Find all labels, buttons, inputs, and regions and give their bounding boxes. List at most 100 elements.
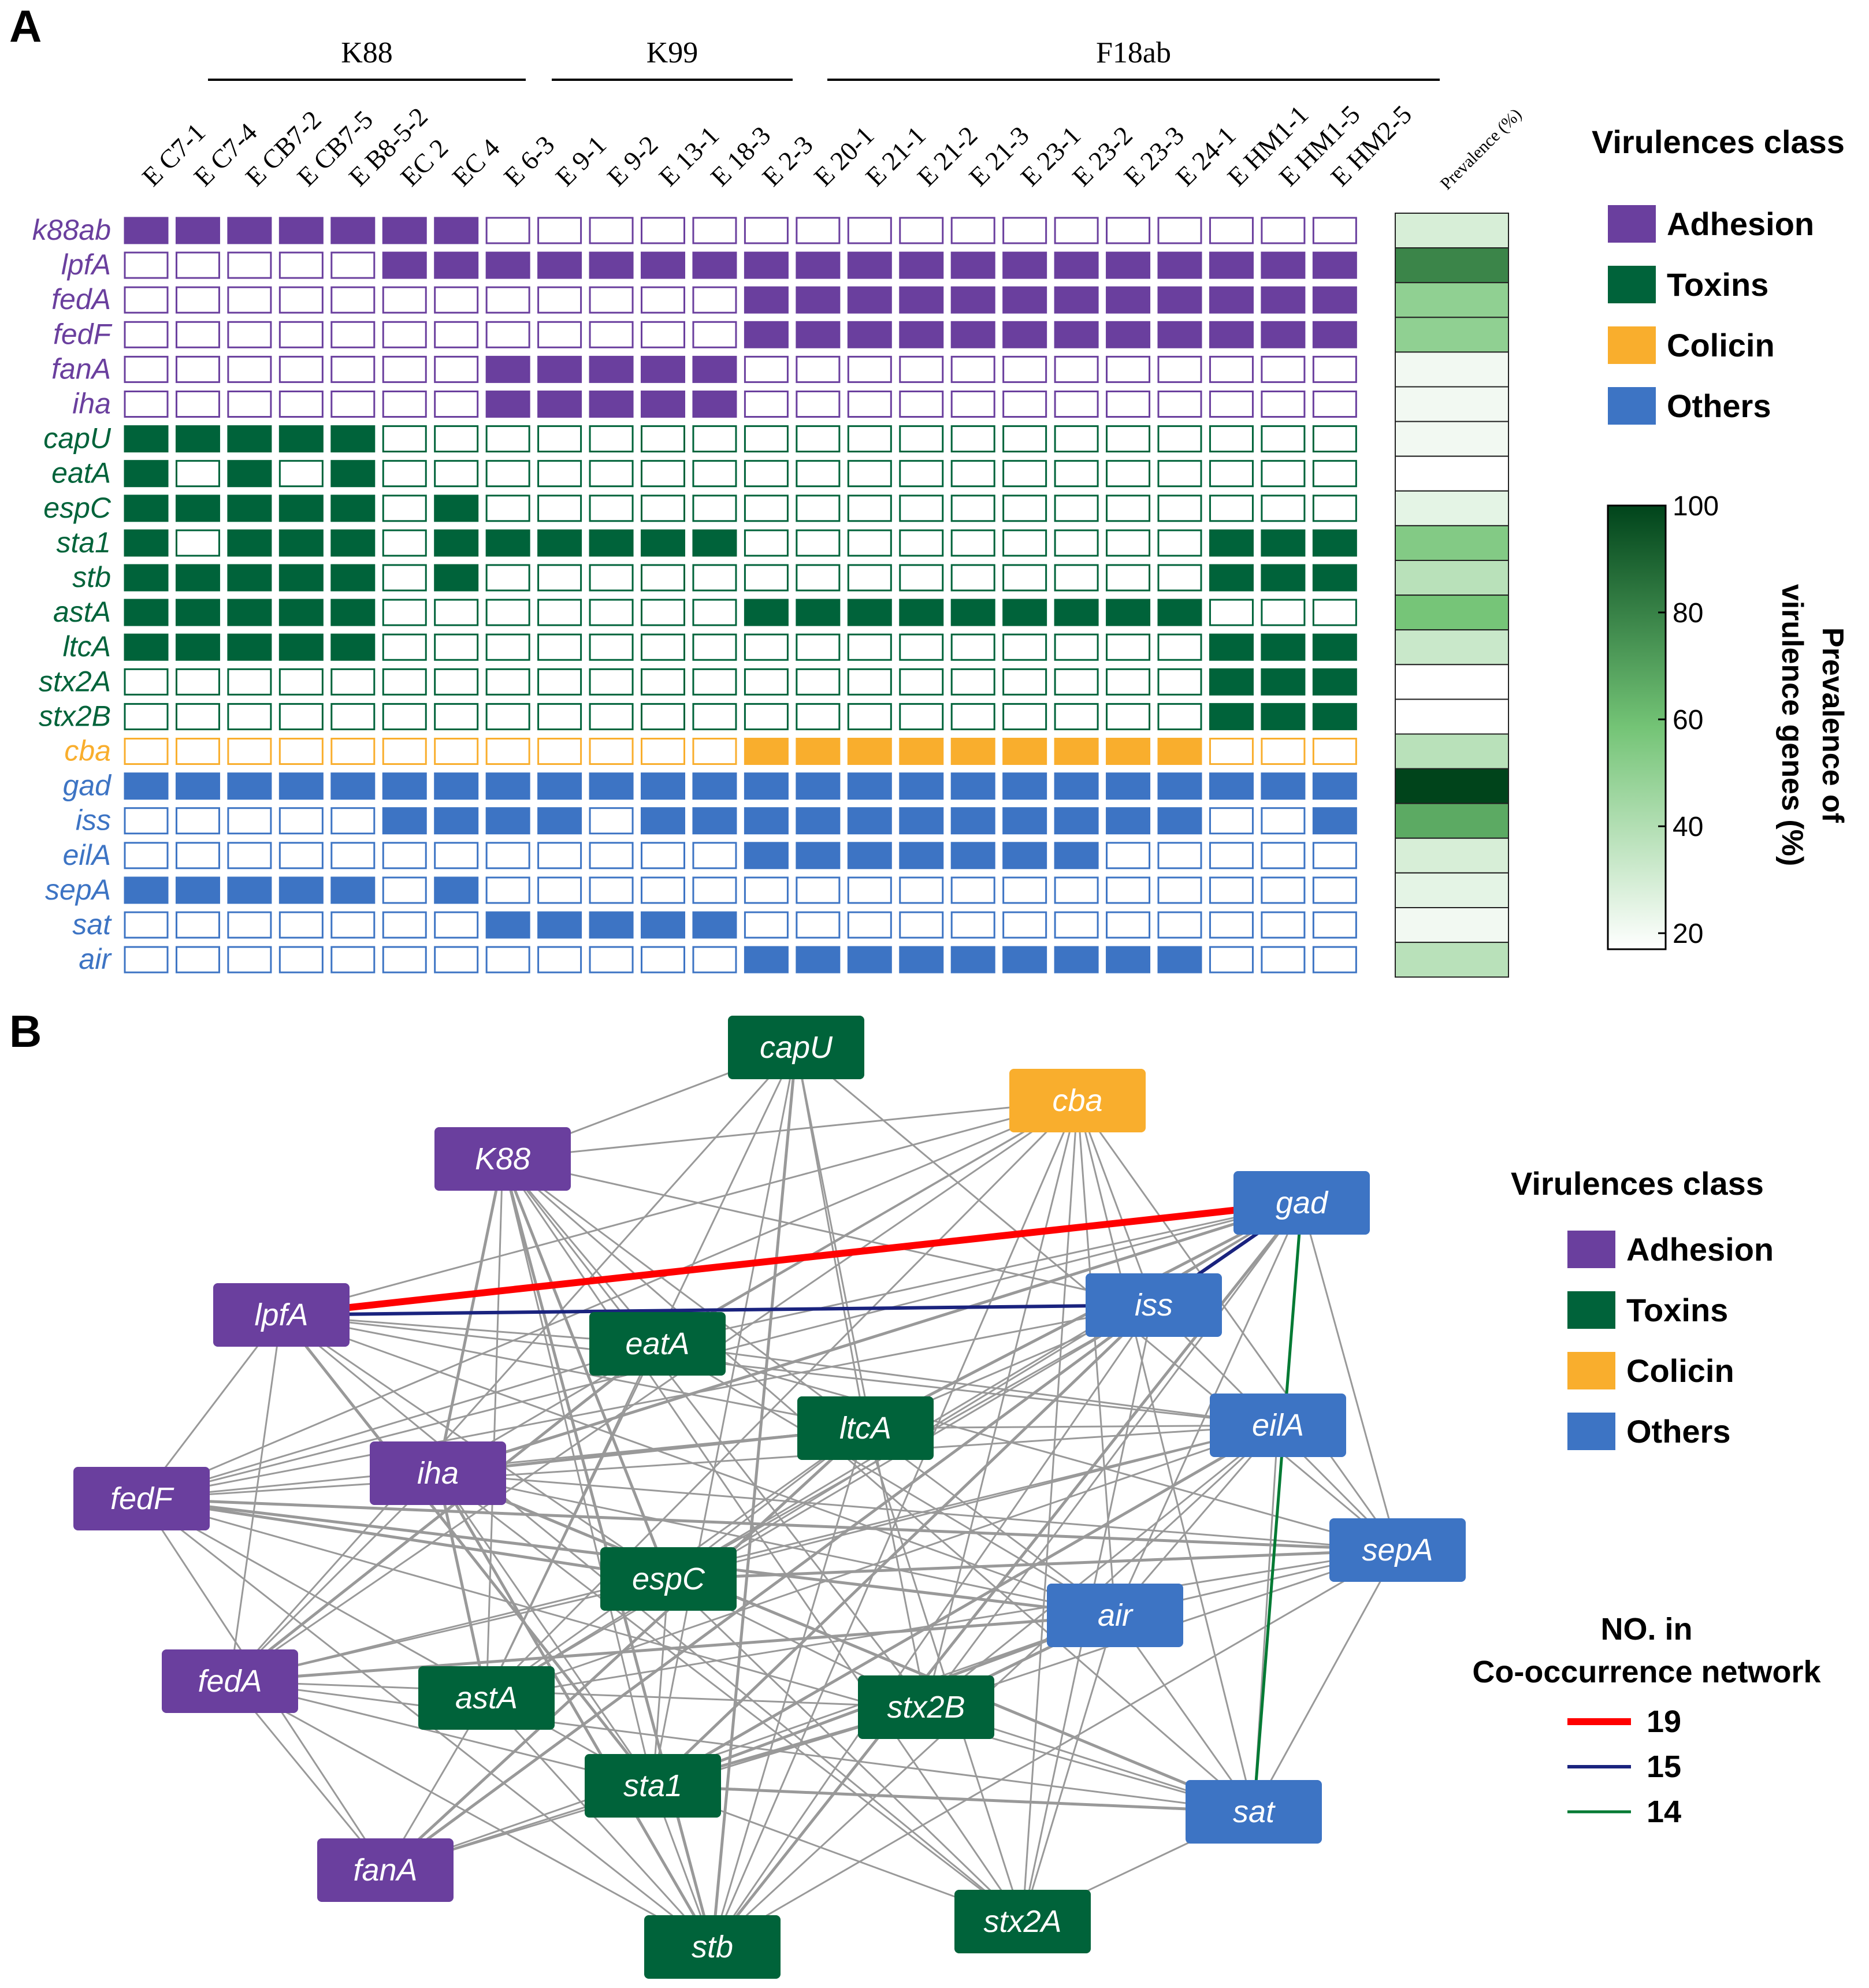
presence-cell	[899, 807, 944, 835]
presence-cell	[1157, 633, 1202, 661]
presence-cell	[589, 529, 634, 557]
presence-cell	[589, 772, 634, 800]
network-edge	[141, 1099, 1078, 1500]
node-label: stx2B	[887, 1690, 965, 1725]
presence-cell	[641, 946, 685, 973]
presence-cell	[330, 564, 376, 592]
presence-cell	[175, 425, 220, 453]
presence-cell	[227, 946, 272, 973]
presence-cell	[537, 251, 582, 279]
presence-cell	[641, 599, 685, 626]
network-edge	[229, 1578, 669, 1682]
presence-cell	[485, 946, 530, 973]
presence-cell	[330, 321, 376, 348]
presence-cell	[796, 876, 841, 904]
presence-cell	[744, 564, 789, 592]
presence-cell	[434, 668, 479, 696]
presence-cell	[124, 772, 169, 800]
presence-cell	[1002, 391, 1047, 418]
presence-cell	[434, 599, 479, 626]
network-node: iss	[1086, 1273, 1222, 1337]
presence-cell	[175, 772, 220, 800]
presence-cell	[227, 703, 272, 730]
presence-cell	[1157, 876, 1202, 904]
presence-cell	[278, 217, 324, 244]
presence-cell	[382, 564, 427, 592]
prevalence-cell	[1395, 872, 1509, 909]
presence-cell	[1054, 946, 1099, 973]
presence-cell	[330, 876, 376, 904]
presence-cell	[278, 564, 324, 592]
network-edge	[229, 1314, 283, 1682]
strain-label: E 23-1	[1015, 120, 1087, 192]
presence-cell	[124, 842, 169, 869]
presence-cell	[589, 217, 634, 244]
presence-cell	[899, 738, 944, 765]
presence-cell	[434, 807, 479, 835]
prevalence-cell	[1395, 213, 1509, 249]
presence-cell	[485, 911, 530, 939]
presence-cell	[330, 217, 376, 244]
node-box	[162, 1649, 298, 1713]
presence-cell	[1261, 495, 1306, 522]
presence-cell	[1261, 425, 1306, 453]
presence-cell	[1209, 703, 1254, 730]
presence-cell	[434, 251, 479, 279]
presence-cell	[1261, 564, 1306, 592]
presence-cell	[950, 772, 995, 800]
legend-label: Others	[1667, 388, 1771, 424]
presence-cell	[692, 425, 737, 453]
presence-cell	[589, 876, 634, 904]
prevalence-cell	[1395, 490, 1509, 526]
presence-cell	[1054, 633, 1099, 661]
presence-cell	[641, 876, 685, 904]
network-edge	[667, 1578, 1024, 1923]
gene-label: espC	[43, 492, 112, 524]
presence-cell	[278, 425, 324, 453]
panel-a-letter: A	[9, 1, 42, 51]
presence-cell	[589, 425, 634, 453]
presence-cell	[382, 911, 427, 939]
network-edge	[281, 1099, 1078, 1316]
presence-cell	[899, 529, 944, 557]
presence-cell	[124, 495, 169, 522]
presence-cell	[1106, 703, 1151, 730]
presence-cell	[744, 425, 789, 453]
presence-cell	[589, 460, 634, 488]
presence-cell	[1261, 355, 1306, 383]
presence-cell	[796, 425, 841, 453]
network-edge	[229, 1614, 1116, 1683]
presence-cell	[537, 425, 582, 453]
presence-cell	[330, 391, 376, 418]
presence-cell	[537, 321, 582, 348]
presence-cell	[899, 946, 944, 973]
network-edge	[1076, 1100, 1155, 1306]
presence-cell	[382, 842, 427, 869]
presence-cell	[744, 599, 789, 626]
gene-label: cba	[64, 735, 111, 767]
strain-label: E 20-1	[808, 120, 880, 192]
presence-cell	[950, 391, 995, 418]
gene-label: stx2B	[39, 700, 111, 732]
presence-cell	[227, 217, 272, 244]
presence-cell	[847, 217, 892, 244]
presence-cell	[847, 703, 892, 730]
presence-cell	[382, 391, 427, 418]
presence-cell	[899, 842, 944, 869]
presence-cell	[278, 668, 324, 696]
presence-cell	[330, 495, 376, 522]
presence-cell	[175, 495, 220, 522]
presence-cell	[641, 564, 685, 592]
presence-cell	[641, 772, 685, 800]
prevalence-cell	[1395, 560, 1509, 596]
presence-cell	[1261, 286, 1306, 314]
presence-cell	[227, 876, 272, 904]
node-label: sta1	[623, 1768, 682, 1803]
presence-cell	[1002, 460, 1047, 488]
presence-cell	[1106, 425, 1151, 453]
presence-cell	[744, 217, 789, 244]
presence-cell	[847, 772, 892, 800]
network-edge	[229, 1099, 1078, 1682]
network-edge	[1076, 1100, 1399, 1551]
presence-cell	[692, 495, 737, 522]
